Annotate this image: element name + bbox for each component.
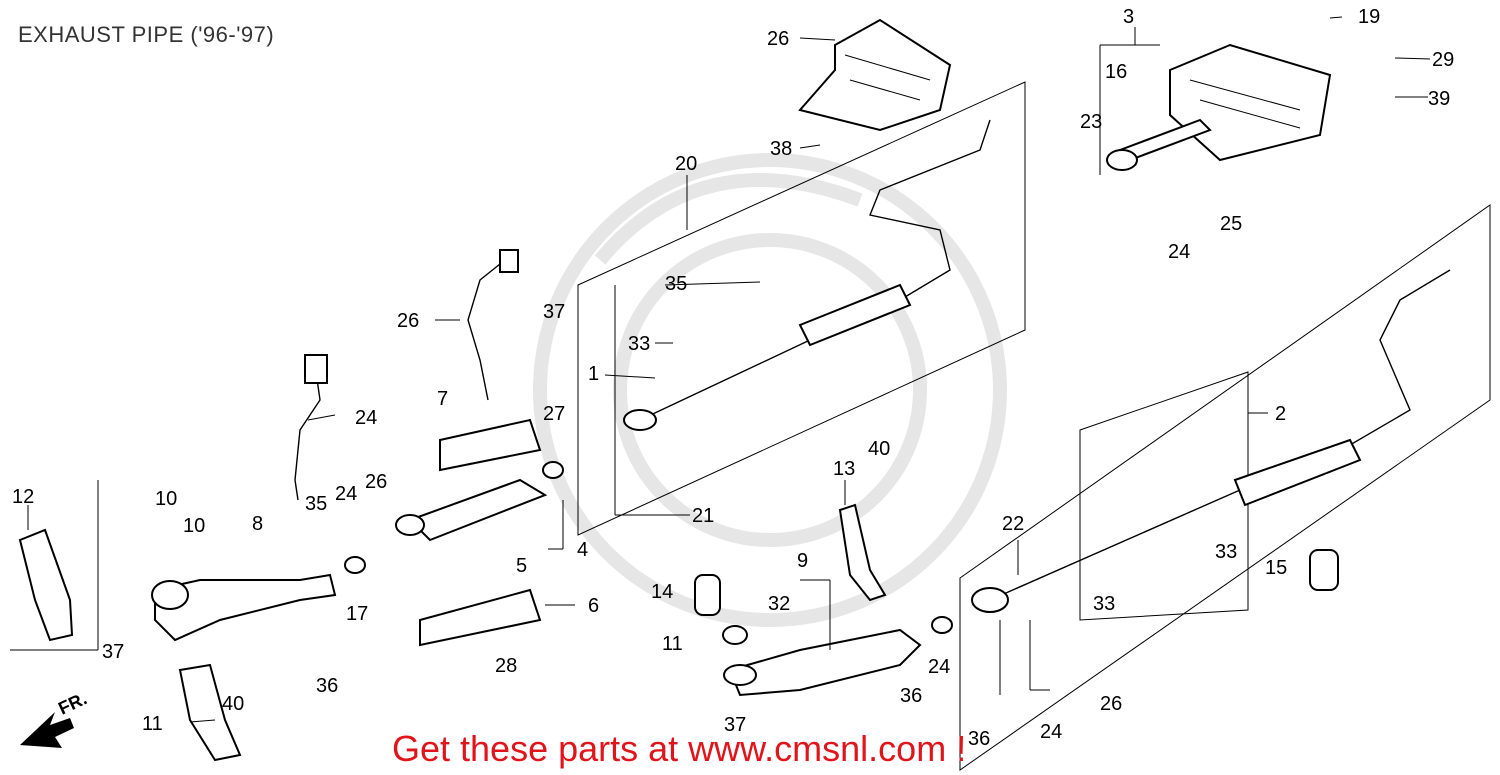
callout: 8 xyxy=(252,513,263,535)
front-pipe-8 xyxy=(151,573,337,642)
parts-link-banner[interactable]: Get these parts at www.cmsnl.com ! xyxy=(392,728,967,769)
watermark-logo xyxy=(533,153,1007,627)
callout: 36 xyxy=(316,675,338,697)
direction-label: FR. xyxy=(55,688,90,718)
callout: 24 xyxy=(1168,241,1190,263)
rubber-mounts xyxy=(344,461,1339,645)
center-pipe-18 xyxy=(623,119,991,431)
callout: 5 xyxy=(516,555,527,577)
o2-sensors xyxy=(294,249,519,501)
callout: 36 xyxy=(968,728,990,750)
diagram-title: EXHAUST PIPE ('96-'97) xyxy=(18,22,275,47)
callout: 37 xyxy=(724,714,746,736)
callout: 26 xyxy=(1100,693,1122,715)
callout: 24 xyxy=(335,483,357,505)
callout: 19 xyxy=(1358,6,1380,28)
callout: 32 xyxy=(768,593,790,615)
callout: 11 xyxy=(142,713,163,735)
callout: 12 xyxy=(12,486,34,508)
callout: 37 xyxy=(543,301,565,323)
pipe-9 xyxy=(723,628,922,697)
callout-numbers: 26 38 3 16 23 19 29 39 25 24 20 35 33 1 … xyxy=(12,6,1454,750)
callout: 24 xyxy=(1040,721,1062,743)
callout: 40 xyxy=(222,693,244,715)
callout: 38 xyxy=(770,138,792,160)
callout: 24 xyxy=(355,407,377,429)
callout: 15 xyxy=(1265,557,1287,579)
callout: 24 xyxy=(928,656,950,678)
callout: 27 xyxy=(543,403,565,425)
callout: 35 xyxy=(665,273,687,295)
callout: 26 xyxy=(767,28,789,50)
muffler-3 xyxy=(1106,43,1332,171)
callout: 35 xyxy=(305,493,327,515)
callout: 25 xyxy=(1220,213,1242,235)
callout: 33 xyxy=(1093,593,1115,615)
callout: 9 xyxy=(797,550,808,572)
callout: 1 xyxy=(588,363,599,385)
callout: 6 xyxy=(588,595,599,617)
callout: 7 xyxy=(437,388,448,410)
callout: 23 xyxy=(1080,111,1102,133)
callout: 26 xyxy=(397,310,419,332)
callout: 17 xyxy=(346,603,368,625)
callout: 40 xyxy=(868,438,890,460)
callout: 14 xyxy=(651,581,673,603)
callout: 22 xyxy=(1002,513,1024,535)
callout: 37 xyxy=(102,641,124,663)
leader-lines xyxy=(27,16,1431,723)
callout: 28 xyxy=(495,655,517,677)
callout: 11 xyxy=(662,633,683,655)
assembly-outlines xyxy=(10,81,1491,771)
heat-shield-31 xyxy=(798,18,952,132)
callout: 4 xyxy=(577,539,588,561)
rear-pipe-19 xyxy=(971,269,1451,613)
callout: 16 xyxy=(1105,61,1127,83)
callout: 2 xyxy=(1275,403,1286,425)
brackets xyxy=(18,503,887,762)
callout: 13 xyxy=(833,458,855,480)
callout: 3 xyxy=(1123,6,1134,28)
callout: 36 xyxy=(900,685,922,707)
callout: 39 xyxy=(1428,88,1450,110)
callout: 20 xyxy=(675,153,697,175)
callout: 26 xyxy=(365,471,387,493)
front-direction-arrow-icon: FR. xyxy=(20,688,90,748)
callout: 33 xyxy=(1215,541,1237,563)
callout: 33 xyxy=(628,333,650,355)
callout: 21 xyxy=(692,505,714,527)
converter-4 xyxy=(395,418,548,647)
callout: 10 xyxy=(155,488,177,510)
callout: 29 xyxy=(1432,49,1454,71)
callout: 10 xyxy=(183,515,205,537)
